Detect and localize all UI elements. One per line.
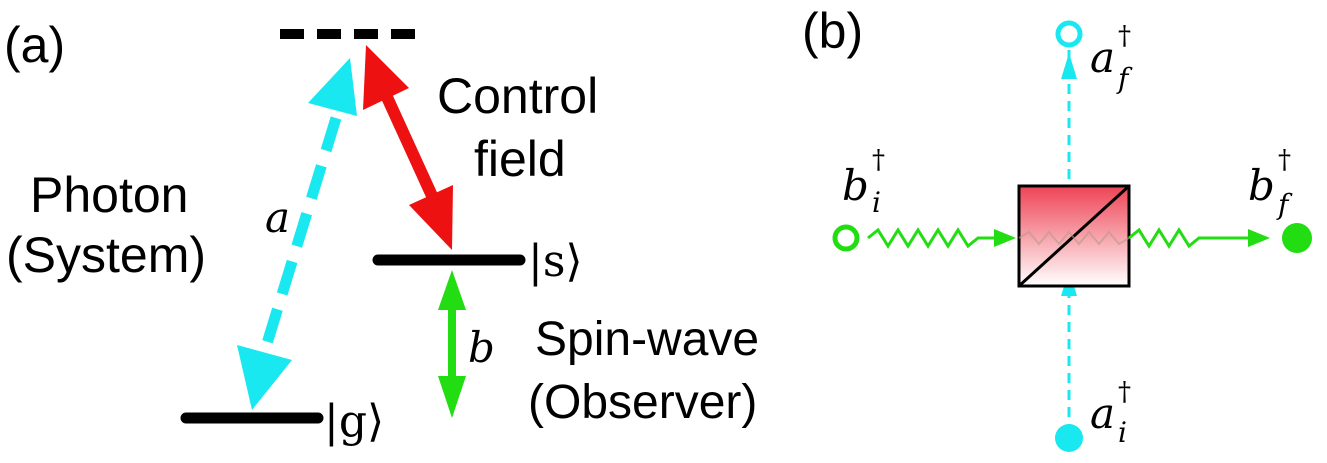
sub-a-f: f — [1116, 62, 1133, 95]
photon-input-filled-circle — [1055, 424, 1083, 452]
photon-arrow-out — [1061, 53, 1077, 79]
control-label-line1: Control — [437, 68, 598, 124]
spinwave-through-splitter — [1018, 230, 1130, 246]
spinwave-arrow-out — [1248, 229, 1270, 247]
spinwave-transition-arrow — [438, 270, 466, 418]
sub-b-f: f — [1276, 188, 1293, 221]
photon-label-line2: (System) — [6, 227, 206, 283]
sub-a-i: i — [1118, 416, 1127, 449]
control-arrow-head-bottom — [409, 185, 453, 250]
spinwave-arrow-head-bottom — [438, 376, 466, 418]
label-a-f-dagger: a † f — [1090, 21, 1133, 95]
symbol-b: b — [468, 323, 495, 372]
spinwave-arrow-head-top — [438, 270, 466, 310]
label-b-f-dagger: b † f — [1248, 145, 1293, 221]
beam-splitter-diagonal — [1017, 184, 1131, 288]
spinwave-output-wave — [1128, 227, 1252, 249]
spinwave-label-line2: (Observer) — [528, 376, 757, 429]
spinwave-arrow-into-splitter — [994, 229, 1016, 247]
spinwave-input-wave — [867, 227, 1000, 249]
dagger-a-i: † — [1118, 377, 1131, 407]
symbol-a: a — [265, 193, 290, 242]
label-b-i-dagger: b † i — [842, 145, 885, 219]
photon-arrow-head-bottom — [237, 345, 292, 410]
photon-arrow-head-top — [308, 58, 357, 116]
spinwave-input-open-circle — [832, 224, 860, 252]
photon-output-open-circle — [1055, 20, 1083, 48]
photon-transition-arrow — [237, 58, 357, 410]
panel-b-label: (b) — [802, 3, 863, 59]
control-label-line2: field — [474, 131, 566, 187]
control-arrow-head-top — [363, 45, 409, 110]
state-s-label: |s⟩ — [528, 236, 583, 287]
label-a-i-dagger: a † i — [1090, 377, 1131, 449]
dagger-b-i: † — [872, 145, 885, 175]
sub-b-i: i — [872, 186, 881, 219]
dagger-a-f: † — [1118, 21, 1131, 51]
spinwave-output-filled-circle — [1282, 223, 1312, 253]
panel-b: (b) a † f b † i b † f — [802, 3, 1312, 452]
op-b-i: b — [842, 161, 869, 210]
spinwave-label-line1: Spin-wave — [535, 313, 759, 366]
control-field-arrow — [363, 45, 453, 250]
state-g-label: |g⟩ — [324, 396, 384, 447]
op-a-i: a — [1090, 389, 1115, 438]
photon-label-line1: Photon — [30, 167, 188, 223]
op-b-f: b — [1248, 161, 1275, 210]
op-a-f: a — [1090, 33, 1115, 82]
panel-a-label: (a) — [4, 17, 65, 73]
dagger-b-f: † — [1278, 145, 1291, 175]
panel-a: (a) Control field Photon (System) a — [4, 17, 759, 447]
